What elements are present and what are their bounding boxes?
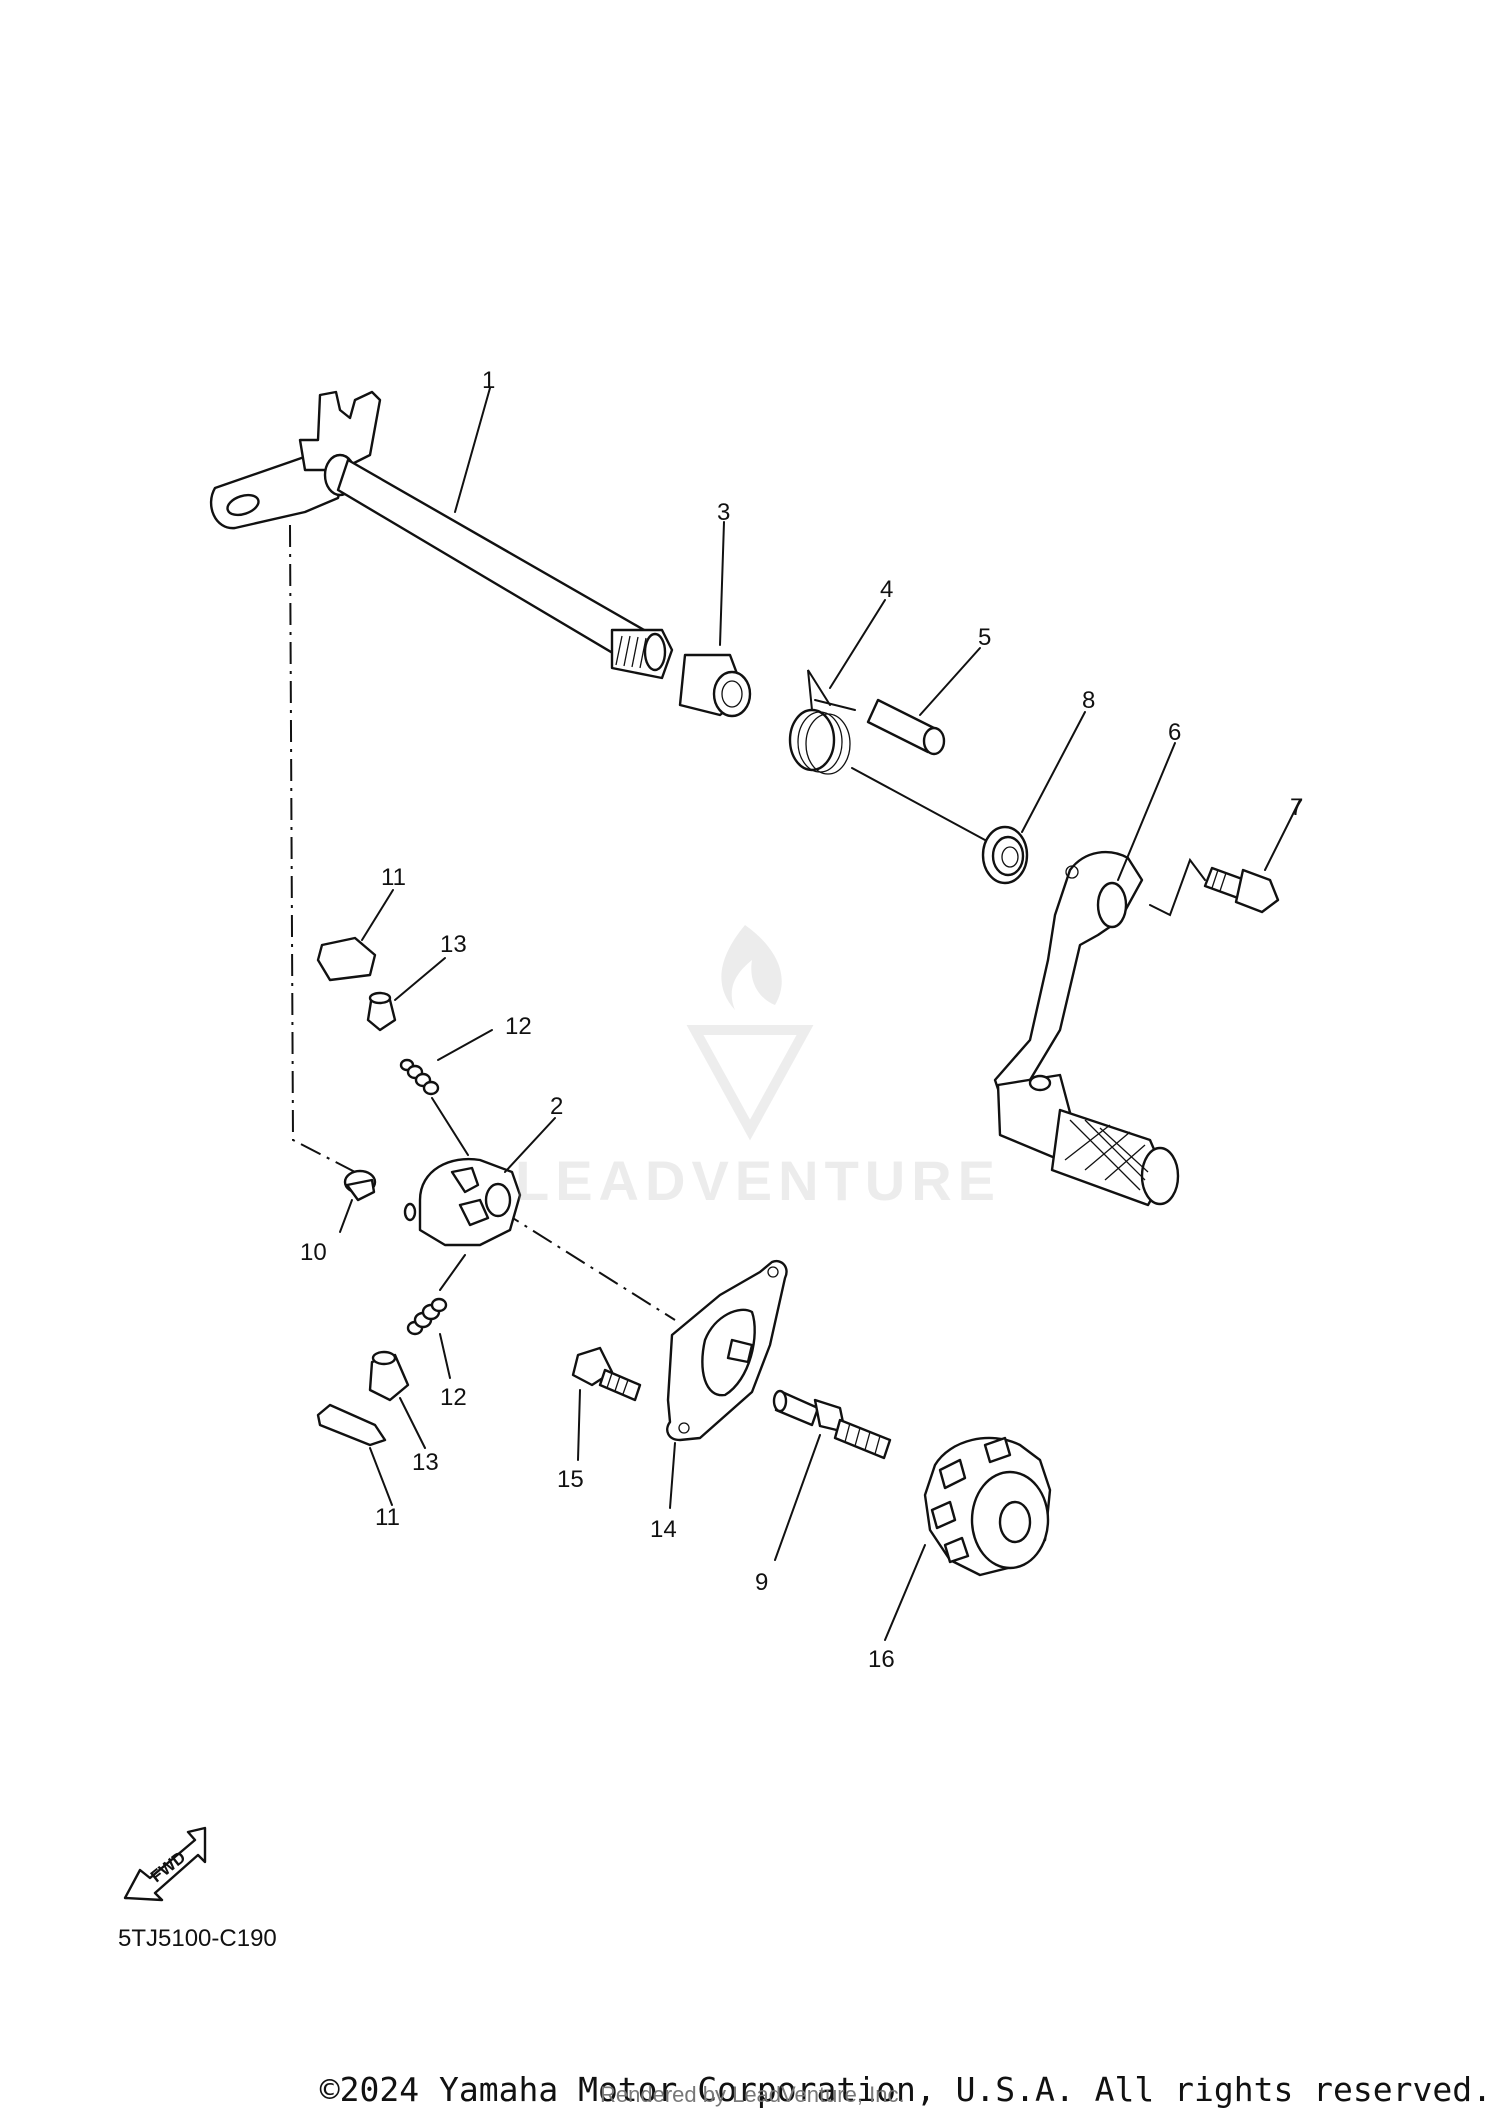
part-13-plunger-bottom[interactable] <box>368 1350 410 1402</box>
part-16-segment[interactable] <box>923 1436 1052 1577</box>
callout-4: 4 <box>880 576 893 603</box>
part-9-stud-bolt[interactable] <box>772 1389 892 1460</box>
part-10-collar-nut[interactable] <box>343 1169 377 1202</box>
part-2-shift-guide[interactable] <box>403 1157 522 1247</box>
copyright-notice: ©2024 Yamaha Motor Corporation, U.S.A. A… <box>319 2070 1492 2109</box>
part-15-bolt[interactable] <box>571 1346 642 1402</box>
callout-2: 2 <box>550 1093 563 1120</box>
rendered-by-notice: Rendered by LeadVenture, Inc. <box>600 2082 905 2107</box>
part-1-shift-shaft[interactable] <box>209 390 674 680</box>
callout-11-top: 11 <box>381 864 406 891</box>
part-13-plunger-top[interactable] <box>366 991 397 1032</box>
callout-10: 10 <box>300 1239 327 1266</box>
callout-1: 1 <box>482 367 495 394</box>
callout-15: 15 <box>557 1466 584 1493</box>
callout-12-top: 12 <box>505 1013 532 1040</box>
watermark-logo <box>686 925 814 1141</box>
part-8-oil-seal[interactable] <box>981 825 1029 885</box>
callout-5: 5 <box>978 624 991 651</box>
callout-8: 8 <box>1082 687 1095 714</box>
callout-6: 6 <box>1168 719 1181 746</box>
callout-14: 14 <box>650 1516 677 1543</box>
part-6-shift-pedal[interactable] <box>993 851 1180 1207</box>
assembly-line-left <box>289 524 356 1173</box>
assembly-line-center <box>499 1209 676 1321</box>
part-7-bolt[interactable] <box>1203 866 1280 914</box>
callout-7: 7 <box>1290 794 1303 821</box>
callout-13-top: 13 <box>440 931 467 958</box>
callout-16: 16 <box>868 1646 895 1673</box>
part-12-spring-top[interactable] <box>399 1058 440 1096</box>
part-4-torsion-spring[interactable] <box>788 669 851 775</box>
diagram-code: 5TJ5100-C190 <box>118 1925 277 1952</box>
part-5-pin[interactable] <box>866 698 946 756</box>
part-11-stopper-lever-top[interactable] <box>316 936 377 982</box>
watermark-text: LEADVENTURE <box>515 1149 1002 1212</box>
callout-12-bottom: 12 <box>440 1384 467 1411</box>
callout-9: 9 <box>755 1569 768 1596</box>
part-3-collar[interactable] <box>678 653 752 718</box>
part-12-spring-bottom[interactable] <box>406 1297 448 1336</box>
part-11-stopper-lever-bottom[interactable] <box>316 1403 387 1447</box>
fwd-direction-arrow: FWD <box>123 1826 207 1902</box>
pedal-knurling <box>1064 1119 1149 1191</box>
callout-11-bottom: 11 <box>375 1504 400 1531</box>
callout-3: 3 <box>717 499 730 526</box>
callout-13-bottom: 13 <box>412 1449 439 1476</box>
part-14-guide-plate[interactable] <box>666 1259 788 1442</box>
